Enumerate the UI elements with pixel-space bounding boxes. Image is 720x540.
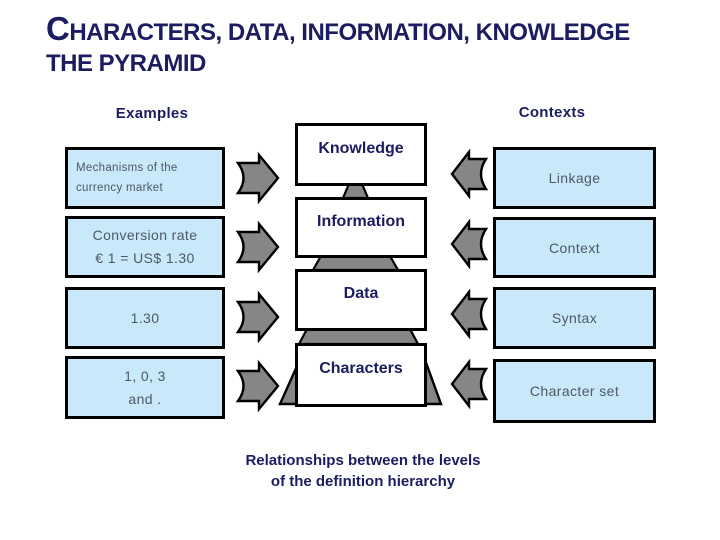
context-box-context: Context	[493, 217, 656, 278]
pyramid-joint-data-characters	[297, 327, 420, 346]
context-box-character-set: Character set	[493, 359, 656, 423]
example-box-characters: 1, 0, 3 and .	[65, 356, 225, 419]
example-line: Mechanisms of the	[76, 162, 178, 174]
pyramid-joint-information-data	[311, 254, 400, 272]
context-box-linkage: Linkage	[493, 147, 656, 209]
context-box-syntax: Syntax	[493, 287, 656, 349]
example-line: 1.30	[130, 309, 160, 326]
example-line: € 1 = US$ 1.30	[95, 250, 195, 266]
slide-title: CHARACTERS, DATA, INFORMATION, KNOWLEDGE…	[46, 12, 630, 77]
block-arrow-left-icon	[450, 288, 489, 340]
pyramid-level-data: Data	[295, 269, 427, 331]
pyramid-level-label: Information	[317, 212, 405, 230]
example-line: and .	[128, 390, 162, 407]
context-label: Character set	[529, 383, 620, 399]
context-label: Context	[548, 239, 601, 256]
context-label: Syntax	[551, 310, 598, 326]
block-arrow-right-icon	[235, 290, 280, 344]
block-arrow-left-icon	[450, 358, 489, 410]
example-box-conversion-rate: Conversion rate € 1 = US$ 1.30	[65, 216, 225, 278]
context-label: Linkage	[548, 170, 601, 186]
example-box-mechanisms: Mechanisms of the currency market	[65, 147, 225, 209]
block-arrow-left-icon	[450, 218, 489, 270]
title-dropcap: C	[46, 10, 70, 47]
caption-line2: of the definition hierarchy	[270, 473, 456, 490]
example-line: 1, 0, 3	[124, 367, 166, 384]
example-box-number: 1.30	[65, 287, 225, 349]
caption: Relationships between the levels of the …	[163, 450, 563, 492]
pyramid-level-characters: Characters	[295, 343, 427, 407]
pyramid-level-label: Data	[343, 285, 379, 302]
contexts-header: Contexts	[518, 104, 586, 121]
caption-line1: Relationships between the levels	[245, 452, 481, 469]
examples-header: Examples	[115, 105, 189, 122]
block-arrow-right-icon	[235, 220, 280, 274]
pyramid-level-knowledge: Knowledge	[295, 123, 427, 186]
block-arrow-right-icon	[235, 151, 280, 205]
pyramid-level-label: Characters	[319, 360, 403, 377]
block-arrow-left-icon	[450, 148, 489, 200]
example-line: Conversion rate	[92, 227, 198, 243]
title-line2: THE PYRAMID	[46, 50, 206, 77]
title-line1: CHARACTERS, DATA, INFORMATION, KNOWLEDGE	[46, 12, 630, 50]
example-line: currency market	[76, 182, 163, 194]
block-arrow-right-icon	[235, 359, 280, 413]
pyramid-level-label: Knowledge	[318, 139, 404, 157]
pyramid-joint-knowledge-information	[341, 182, 370, 200]
pyramid-level-information: Information	[295, 197, 427, 258]
title-line1-text: HARACTERS, DATA, INFORMATION, KNOWLEDGE	[69, 19, 630, 46]
